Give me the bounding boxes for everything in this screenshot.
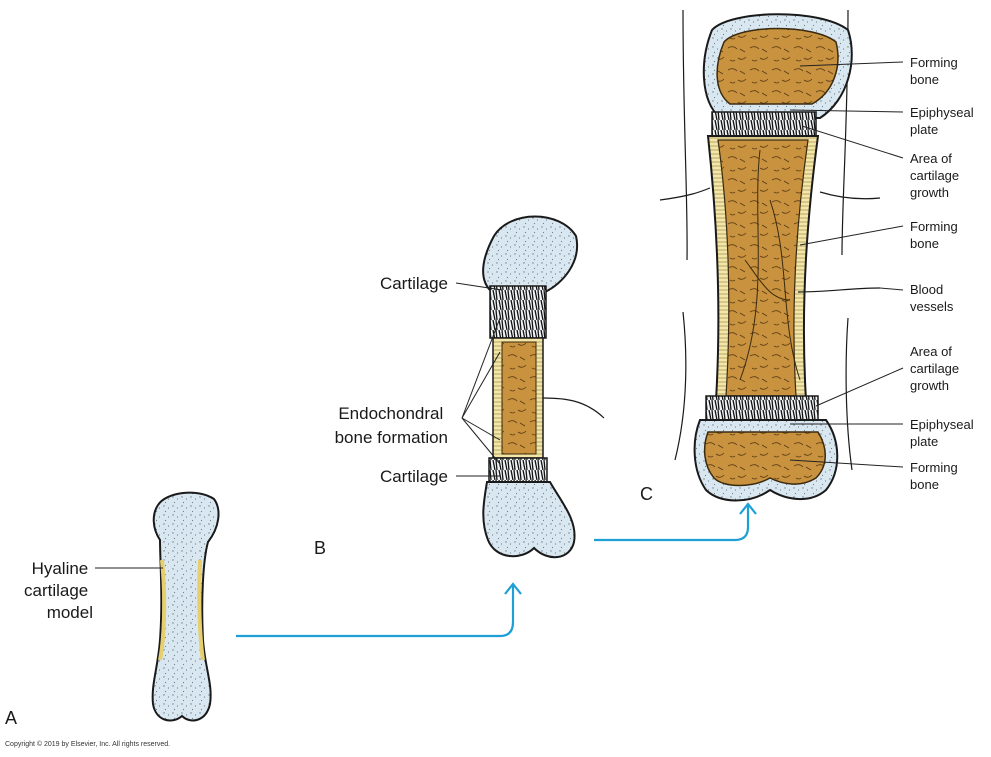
label-epiphyseal-plate-bottom: Epiphyseal plate <box>910 417 977 449</box>
label-hyaline-cartilage-model: Hyaline cartilage model <box>24 559 93 622</box>
panel-label-b: B <box>314 538 326 558</box>
bone-model-a <box>151 491 220 722</box>
blood-vessel-c <box>797 287 881 293</box>
arrow-b-to-c <box>594 506 750 542</box>
blood-vessel-b <box>542 397 605 419</box>
label-cartilage-bottom: Cartilage <box>380 467 448 486</box>
leader-cartilage-top <box>455 282 503 291</box>
label-area-cartilage-growth-bottom: Area of cartilage growth <box>910 344 963 393</box>
label-area-cartilage-growth-top: Area of cartilage growth <box>910 151 963 200</box>
arrow-a-to-b <box>236 586 515 638</box>
label-blood-vessels: Blood vessels <box>910 282 954 314</box>
label-forming-bone-top: Forming bone <box>910 55 961 87</box>
forming-bone-top <box>716 27 839 105</box>
epiphyseal-plate-bottom <box>705 395 819 423</box>
panel-label-c: C <box>640 484 653 504</box>
arrow-b-to-c-head <box>739 502 757 515</box>
label-forming-bone-bottom: Forming bone <box>910 460 961 492</box>
label-forming-bone-mid: Forming bone <box>910 219 961 251</box>
endochondral-bone-b <box>501 341 537 455</box>
bone-model-b <box>482 215 605 558</box>
bone-model-c <box>659 9 881 502</box>
epiphyseal-plate-top <box>711 111 817 139</box>
forming-bone-mid <box>717 139 809 397</box>
forming-bone-bottom <box>703 431 826 487</box>
cartilage-band-top <box>489 285 547 339</box>
panel-label-a: A <box>5 708 17 728</box>
leaders-endochondral <box>461 317 501 465</box>
leaders-panel-c <box>789 61 904 468</box>
label-endochondral-bone-formation: Endochondral bone formation <box>335 404 448 447</box>
copyright-text: Copyright © 2019 by Elsevier, Inc. All r… <box>5 740 170 748</box>
label-epiphyseal-plate-top: Epiphyseal plate <box>910 105 977 137</box>
label-cartilage-top: Cartilage <box>380 274 448 293</box>
arrow-a-to-b-head <box>504 582 522 595</box>
